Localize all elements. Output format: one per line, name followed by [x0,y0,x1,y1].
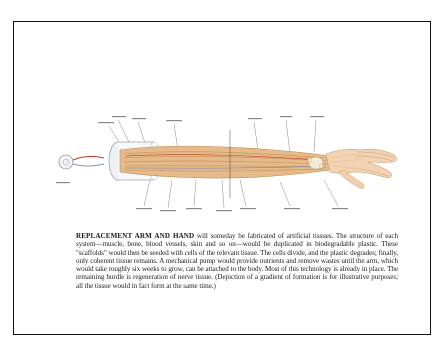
figure-caption: REPLACEMENT ARM AND HAND will someday be… [76,232,398,290]
document-frame: REPLACEMENT ARM AND HAND will someday be… [13,21,431,335]
hand [326,149,397,188]
arm-anatomy-drawing [54,110,400,218]
pump-and-tube [59,155,104,169]
caption-body: will someday be fabricated of artificial… [76,232,398,290]
caption-lead: REPLACEMENT ARM AND HAND [76,232,194,240]
arm-hand-illustration [54,110,400,218]
forearm [120,130,330,198]
